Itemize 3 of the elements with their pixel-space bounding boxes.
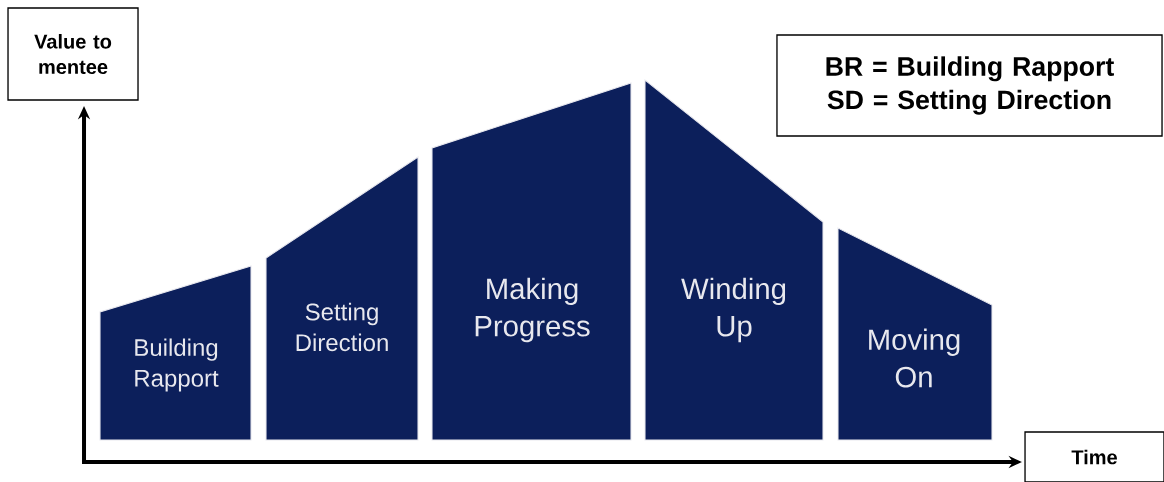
key-box: BR = Building Rapport SD = Setting Direction <box>776 34 1163 137</box>
axis-label-box: Value to mentee <box>7 7 139 101</box>
axis-label-box: Time <box>1024 431 1164 482</box>
